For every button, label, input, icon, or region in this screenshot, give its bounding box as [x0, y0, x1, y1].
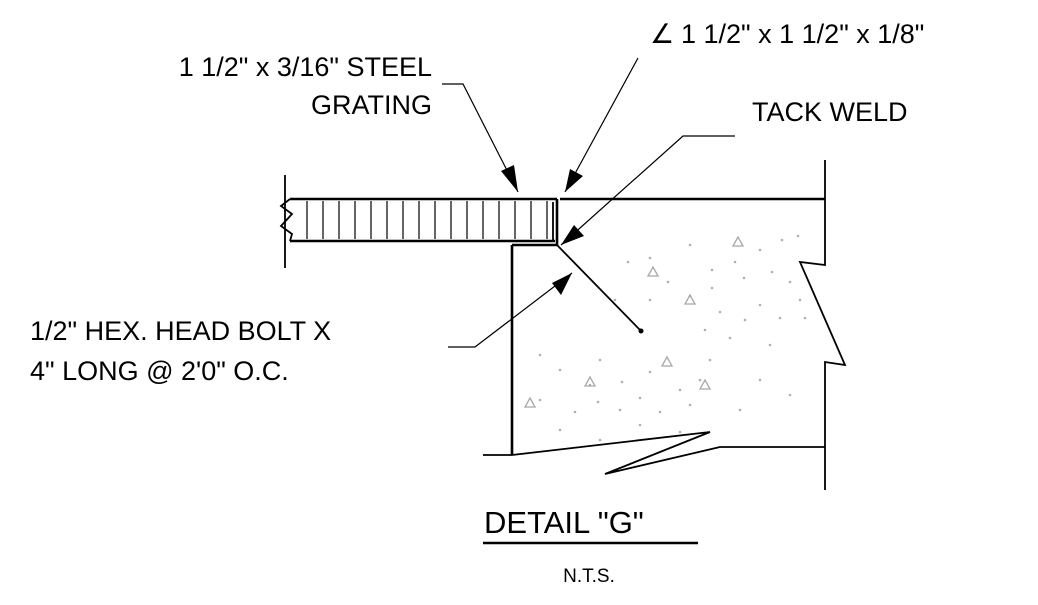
aggregate-speck — [738, 408, 742, 412]
aggregate-speck — [648, 298, 652, 302]
steel-angle — [512, 199, 559, 247]
aggregate-speck — [620, 380, 624, 384]
aggregate-speck — [710, 286, 714, 290]
aggregate-speck — [768, 343, 772, 347]
aggregate-speck — [613, 298, 617, 302]
aggregate-speck — [618, 408, 622, 412]
aggregate-stone — [646, 265, 660, 277]
aggregate-stone — [583, 375, 597, 387]
aggregate-speck — [638, 396, 642, 400]
bolt-end — [638, 328, 644, 334]
bolt-shank — [556, 244, 642, 332]
aggregate-speck — [573, 410, 577, 414]
concrete-right-break-line — [798, 160, 847, 490]
aggregate-speck — [558, 428, 562, 432]
aggregate-speck — [780, 238, 784, 242]
aggregate-speck — [788, 280, 792, 284]
grating-break-line — [279, 198, 294, 242]
bolt-leader-arrowhead — [552, 273, 572, 295]
aggregate-speck — [718, 310, 722, 314]
tack-weld-label: TACK WELD — [752, 97, 908, 127]
concrete-bottom-break-line — [511, 431, 825, 475]
aggregate-stone — [660, 355, 674, 367]
aggregate-speck — [758, 303, 762, 307]
detail-title: DETAIL "G" — [484, 505, 644, 540]
aggregate-speck — [733, 260, 737, 264]
grating-label-line2: GRATING — [311, 90, 432, 120]
aggregate-speck — [688, 243, 692, 247]
aggregate-speck — [710, 268, 714, 272]
aggregate-speck — [598, 358, 602, 362]
aggregate-speck — [803, 316, 807, 320]
aggregate-speck — [598, 438, 602, 442]
angle-leader-arrowhead — [565, 169, 583, 192]
bolt-leader — [448, 272, 573, 348]
scale-note: N.T.S. — [563, 566, 615, 587]
angle-inner-line — [512, 202, 554, 242]
concrete-aggregate-hatch — [523, 234, 807, 442]
tack-weld-leader-arrowhead — [561, 225, 584, 245]
angle-symbol: ∠ — [650, 19, 674, 49]
leader-lines — [442, 57, 735, 348]
grating-bearing-bars — [306, 201, 548, 239]
aggregate-speck — [708, 358, 712, 362]
aggregate-speck — [688, 403, 692, 407]
aggregate-speck — [728, 336, 732, 340]
aggregate-speck — [798, 298, 802, 302]
aggregate-speck — [778, 316, 782, 320]
aggregate-stone — [698, 378, 712, 390]
aggregate-speck — [703, 328, 707, 332]
aggregate-stone — [523, 396, 537, 408]
aggregate-speck — [638, 423, 642, 427]
concrete-curb — [483, 160, 847, 490]
aggregate-speck — [698, 378, 702, 382]
anchor-bolt — [556, 244, 644, 334]
grating-leader-arrowhead — [501, 165, 518, 192]
aggregate-speck — [758, 248, 762, 252]
aggregate-speck — [666, 280, 670, 284]
tack-weld-leader — [560, 135, 735, 246]
bolt-label-line1: 1/2" HEX. HEAD BOLT X — [30, 316, 331, 346]
aggregate-speck — [788, 393, 792, 397]
aggregate-speck — [678, 430, 682, 434]
angle-leader — [564, 57, 639, 193]
aggregate-speck — [678, 388, 682, 392]
angle-label: 1 1/2" x 1 1/2" x 1/8" — [681, 19, 924, 49]
aggregate-speck — [596, 400, 600, 404]
aggregate-speck — [658, 410, 662, 414]
aggregate-speck — [648, 370, 652, 374]
aggregate-speck — [538, 398, 542, 402]
angle-outline — [512, 199, 559, 247]
bolt-label-line2: 4" LONG @ 2'0" O.C. — [30, 356, 289, 386]
aggregate-speck — [758, 378, 762, 382]
aggregate-speck — [742, 276, 746, 280]
aggregate-stone — [683, 293, 697, 305]
grating-label-line1: 1 1/2" x 3/16" STEEL — [179, 52, 432, 82]
aggregate-stone — [731, 235, 745, 247]
grating-leader — [442, 83, 519, 193]
aggregate-speck — [626, 260, 630, 264]
aggregate-speck — [558, 368, 562, 372]
aggregate-speck — [648, 256, 652, 260]
steel-grating — [279, 175, 557, 268]
aggregate-speck — [770, 270, 774, 274]
aggregate-speck — [796, 234, 800, 238]
aggregate-speck — [743, 318, 747, 322]
aggregate-speck — [538, 353, 542, 357]
